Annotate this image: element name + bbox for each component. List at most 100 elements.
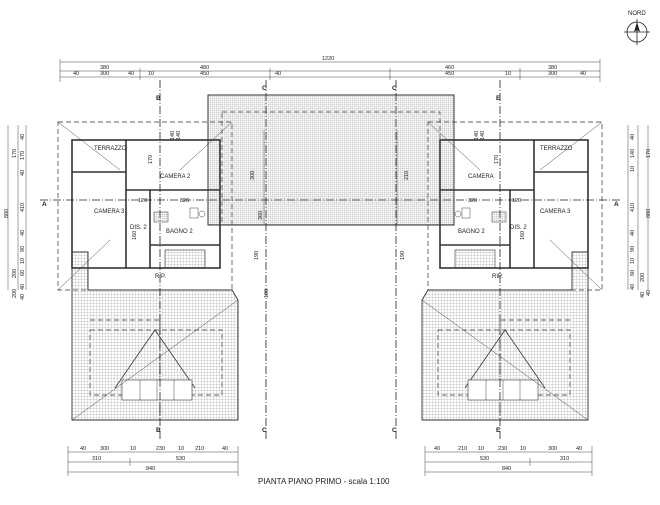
right-room-dim-6: 160 — [520, 231, 526, 240]
section-c-bottom: C — [262, 427, 267, 434]
section-a-left: A — [42, 201, 47, 208]
bl-dim-7: 40 — [222, 446, 228, 452]
left-room-dim-2: 320 — [180, 198, 189, 204]
right-dim-outer-3: 40 — [646, 290, 652, 296]
bottom-right-dimension-lines — [424, 446, 593, 476]
top-dim-3: 460 — [445, 65, 454, 71]
center-dim-4: 210 — [404, 171, 410, 180]
right-room-dim-2: 320 — [468, 198, 477, 204]
right-dim-inner-8: 60 — [630, 270, 636, 276]
left-room-dim-1: 170 — [148, 155, 154, 164]
top-row2-1: 300 — [100, 71, 109, 77]
left-room-dim-3: 140 — [170, 131, 176, 140]
right-room-dim-3: 140 — [474, 131, 480, 140]
left-roof-outline — [57, 121, 233, 291]
right-dim-inner-7: 10 — [630, 258, 636, 264]
left-dim-inner-10: 200 — [12, 289, 18, 298]
left-dim-inner-3: 40 — [20, 170, 26, 176]
left-dis2-label: DIS. 2 — [130, 225, 147, 231]
left-room-dim-5: 120 — [138, 198, 147, 204]
right-bagno2-label: BAGNO 2 — [458, 229, 485, 235]
bl-row2-1: 310 — [92, 456, 101, 462]
left-room-dim-6: 160 — [132, 231, 138, 240]
right-dim-inner-3: 10 — [630, 166, 636, 172]
left-dim-inner-5: 40 — [20, 230, 26, 236]
left-lower-roof — [71, 251, 239, 421]
br-total: 840 — [502, 466, 511, 472]
right-lower-roof — [421, 251, 589, 421]
left-dim-inner-11: 40 — [20, 294, 26, 300]
right-terrazzo-label: TERRAZZO — [540, 146, 573, 152]
left-dim-inner-8: 60 — [20, 270, 26, 276]
right-dim-inner-4: 410 — [630, 203, 636, 212]
right-dim-inner-2: 140 — [630, 149, 636, 158]
right-house-plan — [439, 139, 589, 269]
top-row2-3: 10 — [148, 71, 154, 77]
section-lines — [40, 80, 622, 440]
plan-title: PIANTA PIANO PRIMO - scala 1:100 — [258, 477, 390, 486]
right-room-dim-4: 140 — [480, 131, 486, 140]
section-e-bottom: E — [496, 427, 501, 434]
section-c-top-right: C — [392, 85, 397, 92]
top-row2-4: 450 — [200, 71, 209, 77]
bl-dim-5: 10 — [178, 446, 184, 452]
top-row2-5: 40 — [275, 71, 281, 77]
left-room-dim-4: 140 — [176, 131, 182, 140]
left-camera2-label: CAMERA 2 — [160, 174, 191, 180]
left-dim-inner-6: 90 — [20, 246, 26, 252]
right-camera3-label: CAMERA 3 — [540, 209, 571, 215]
top-row2-9: 40 — [580, 71, 586, 77]
br-dim-3: 10 — [478, 446, 484, 452]
br-dim-1: 40 — [434, 446, 440, 452]
top-dim-1: 380 — [100, 65, 109, 71]
right-dim-inner-10: 200 — [640, 273, 646, 282]
left-dim-inner-2: 170 — [20, 151, 26, 160]
right-camera-label: CAMERA — [468, 174, 494, 180]
right-dim-inner-1: 40 — [630, 134, 636, 140]
left-rip-label: RIP. — [155, 274, 166, 280]
right-rip-label: RIP. — [492, 274, 503, 280]
top-row2-6: 450 — [445, 71, 454, 77]
north-label: NORD — [628, 11, 646, 17]
top-row2-7: 10 — [505, 71, 511, 77]
top-overall-dim: 1220 — [322, 56, 334, 62]
top-row2-0: 40 — [73, 71, 79, 77]
top-row2-2: 40 — [128, 71, 134, 77]
left-dim-inner-1: 40 — [20, 134, 26, 140]
section-c-bottom-right: C — [392, 427, 397, 434]
br-row2-1: 530 — [480, 456, 489, 462]
right-dim-outer-2: 880 — [646, 209, 652, 218]
br-dim-4: 230 — [498, 446, 507, 452]
right-dim-inner-9: 40 — [630, 284, 636, 290]
left-dim-inner-7: 10 — [20, 258, 26, 264]
left-dim-inner-9: 40 — [20, 284, 26, 290]
right-dim-inner-11: 40 — [640, 292, 646, 298]
section-a-right: A — [614, 201, 619, 208]
bl-dim-6: 210 — [195, 446, 204, 452]
center-dim-5: 190 — [400, 251, 406, 260]
left-camera3-label: CAMERA 3 — [94, 209, 125, 215]
right-room-dim-5: 120 — [512, 198, 521, 204]
bl-dim-2: 300 — [100, 446, 109, 452]
center-dim-2: 360 — [258, 211, 264, 220]
left-dim-outer-2: 170 — [12, 149, 18, 158]
bl-total: 840 — [146, 466, 155, 472]
top-dimension-lines — [59, 59, 601, 82]
center-dim-6: 100 — [264, 289, 270, 298]
right-dim-inner-5: 40 — [630, 230, 636, 236]
left-dim-inner-4: 410 — [20, 203, 26, 212]
section-b-bottom: B — [156, 427, 161, 434]
left-dim-outer-1: 880 — [4, 209, 10, 218]
br-dim-5: 10 — [520, 446, 526, 452]
right-dimension-lines — [627, 125, 649, 290]
north-arrow-icon — [624, 19, 650, 45]
section-e-top: E — [496, 95, 501, 102]
top-dim-4: 380 — [548, 65, 557, 71]
br-dim-2: 210 — [458, 446, 467, 452]
left-terrazzo-label: TERRAZZO — [94, 146, 127, 152]
bl-row2-2: 530 — [176, 456, 185, 462]
right-room-dim-1: 170 — [494, 155, 500, 164]
bottom-left-dimension-lines — [67, 446, 239, 476]
